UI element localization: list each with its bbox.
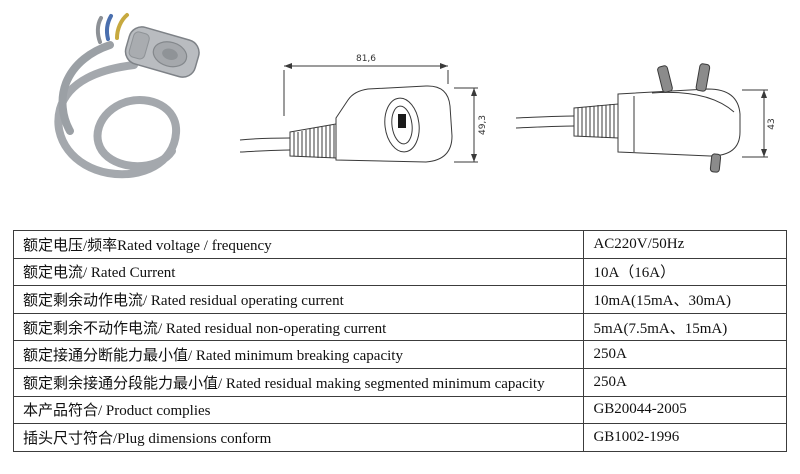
spec-label: 额定剩余动作电流/ Rated residual operating curre…	[12, 285, 585, 314]
table-row: 本产品符合/ Product complies GB20044-2005	[12, 395, 787, 425]
spec-label: 额定电流/ Rated Current	[12, 257, 585, 287]
side-view-drawing: 81,6 49,3	[236, 48, 491, 203]
table-row: 额定剩余接通分段能力最小值/ Rated residual making seg…	[12, 367, 787, 397]
product-images-row: 81,6 49,3	[0, 0, 800, 226]
width-dimension-label: 81,6	[356, 54, 376, 64]
cable-lines	[239, 137, 291, 153]
rear-view-drawing: 43	[512, 60, 780, 190]
spec-label: 额定剩余不动作电流/ Rated residual non-operating …	[12, 312, 585, 342]
product-photo	[22, 5, 222, 210]
spec-value: 5mA(7.5mA、15mA)	[583, 312, 787, 342]
spec-value: AC220V/50Hz	[583, 230, 787, 259]
spec-value: GB1002-1996	[583, 423, 787, 452]
spec-value: 10mA(15mA、30mA)	[583, 285, 787, 314]
height-dimension-label: 49,3	[478, 115, 488, 135]
spec-label: 插头尺寸符合/Plug dimensions conform	[12, 423, 585, 452]
table-row: 额定剩余动作电流/ Rated residual operating curre…	[12, 285, 787, 314]
spec-label: 额定接通分断能力最小值/ Rated minimum breaking capa…	[12, 340, 585, 369]
plug-body-outline	[617, 88, 741, 157]
cable-lines	[515, 115, 575, 129]
spec-value: 10A（16A）	[583, 257, 787, 287]
power-cord-photo-image	[54, 13, 200, 179]
spec-value: 250A	[583, 367, 787, 397]
table-row: 插头尺寸符合/Plug dimensions conform GB1002-19…	[12, 423, 787, 452]
spec-table: 额定电压/频率Rated voltage / frequency AC220V/…	[12, 230, 787, 452]
rear-view-image: 43	[515, 63, 777, 173]
strain-relief-ribs	[573, 103, 619, 139]
spec-value: 250A	[583, 340, 787, 369]
rcd-plug-body	[124, 26, 200, 78]
height-dimension	[742, 89, 768, 158]
spec-label: 额定电压/频率Rated voltage / frequency	[12, 230, 585, 259]
table-row: 额定电流/ Rated Current 10A（16A）	[12, 257, 787, 287]
coiled-cable	[54, 41, 181, 179]
table-row: 额定接通分断能力最小值/ Rated minimum breaking capa…	[12, 340, 787, 369]
table-row: 额定电压/频率Rated voltage / frequency AC220V/…	[12, 230, 787, 259]
side-view-image: 81,6 49,3	[239, 54, 488, 163]
height-dimension	[454, 87, 478, 163]
spec-label: 本产品符合/ Product complies	[12, 395, 585, 425]
table-row: 额定剩余不动作电流/ Rated residual non-operating …	[12, 312, 787, 342]
plug-pins	[657, 63, 722, 173]
width-dimension	[283, 63, 449, 116]
spec-label: 额定剩余接通分段能力最小值/ Rated residual making seg…	[12, 367, 585, 397]
height-dimension-label: 43	[767, 118, 777, 129]
strain-relief-ribs	[289, 123, 337, 159]
wire-ends	[95, 13, 129, 44]
plug-body-outline	[335, 85, 453, 163]
spec-value: GB20044-2005	[583, 395, 787, 425]
